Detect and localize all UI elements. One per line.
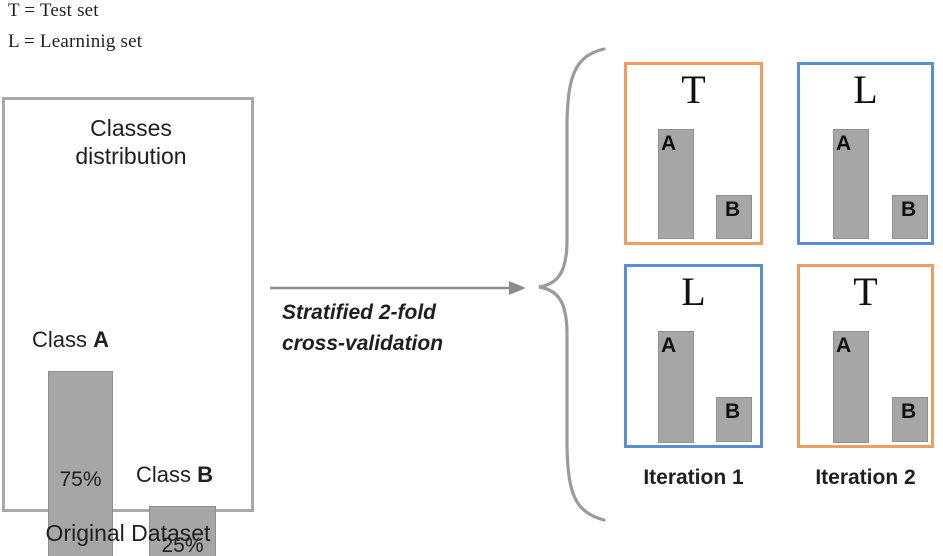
iteration-2-caption: Iteration 2 — [815, 466, 916, 489]
arrow-label-line-1: Stratified 2-fold — [282, 301, 437, 324]
panel-title-line-1: Classes — [90, 115, 172, 141]
arrow-label-line-2: cross-validation — [282, 332, 444, 355]
original-dataset-panel: Classes distribution Class A Class B 75%… — [2, 97, 257, 556]
fold-bar-class-b: B — [892, 195, 928, 239]
original-bar-class-b: 25% — [149, 506, 216, 556]
fold-bar-class-a: A — [658, 129, 694, 239]
fold-title: T — [681, 67, 706, 112]
iteration-1-caption: Iteration 1 — [643, 466, 744, 489]
fold-title: T — [853, 269, 878, 314]
fold-bar-class-b-label: B — [725, 400, 741, 423]
original-bar-class-b-value: 25% — [161, 534, 204, 556]
class-b-label-letter: B — [197, 462, 214, 487]
class-a-label-letter: A — [93, 327, 110, 352]
fold-title: L — [853, 67, 878, 112]
fold-bar-class-a-label: A — [836, 334, 852, 357]
fold-bar-class-a: A — [833, 331, 869, 443]
panel-title-line-2: distribution — [75, 143, 187, 169]
fold-bar-class-b: B — [892, 397, 928, 442]
fold-bar-class-a-label: A — [836, 132, 852, 155]
legend-learning-set: L = Learninig set — [8, 31, 143, 52]
fold-bar-class-a: A — [833, 129, 869, 239]
fold-box-iteration-1-test[interactable]: T A B — [624, 62, 763, 245]
fold-bar-class-b-label: B — [901, 400, 917, 423]
original-dataset-caption: Original Dataset — [45, 520, 211, 546]
fold-bar-class-b-label: B — [901, 198, 917, 221]
fold-box-iteration-2-learning[interactable]: L A B — [797, 62, 934, 245]
process-arrow-icon — [270, 281, 526, 295]
class-b-label: Class B — [136, 462, 213, 488]
fold-bar-class-b: B — [716, 397, 752, 442]
legend-test-set: T = Test set — [8, 0, 99, 21]
fold-box-iteration-1-learning[interactable]: L A B — [624, 264, 763, 448]
fold-bar-class-b-label: B — [725, 198, 741, 221]
original-bar-class-a-value: 75% — [59, 468, 102, 491]
panel-title: Classes distribution — [5, 114, 257, 170]
class-b-label-prefix: Class — [136, 462, 198, 487]
class-a-label: Class A — [32, 327, 109, 353]
fold-title: L — [681, 269, 706, 314]
fold-bar-class-b: B — [716, 195, 752, 239]
fold-box-iteration-2-test[interactable]: T A B — [797, 264, 934, 448]
original-bar-class-a: 75% — [48, 371, 113, 556]
class-a-label-prefix: Class — [32, 327, 94, 352]
arrow-label: Stratified 2-fold cross-validation — [282, 297, 532, 359]
fold-bar-class-a-label: A — [661, 334, 677, 357]
curly-brace-icon — [538, 47, 606, 522]
fold-bar-class-a: A — [658, 331, 694, 443]
fold-bar-class-a-label: A — [661, 132, 677, 155]
